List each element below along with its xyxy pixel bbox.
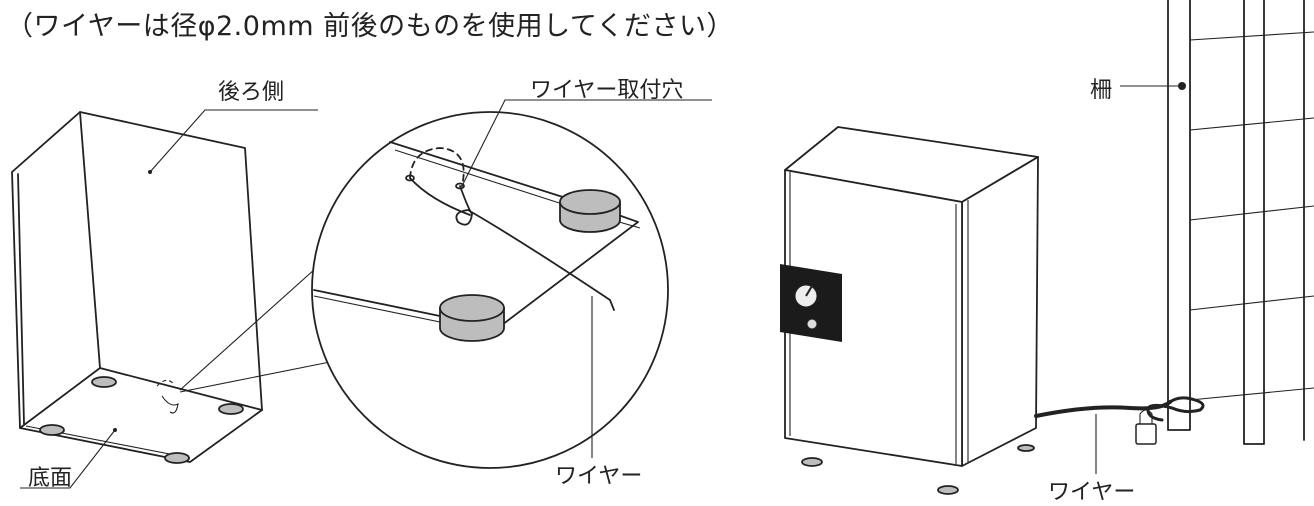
label-wire-left: ワイヤー — [555, 464, 643, 489]
fence — [1167, 0, 1314, 445]
leader-lines-left — [20, 109, 318, 489]
lock-icon — [806, 318, 818, 330]
label-bottom: 底面 — [28, 466, 73, 491]
label-wire-hole: ワイヤー取付穴 — [530, 78, 684, 103]
label-wire-right: ワイヤー — [1048, 480, 1136, 505]
magnifier-cone — [179, 259, 341, 393]
wire-right — [1034, 396, 1205, 474]
foot-magnified-1 — [559, 189, 621, 233]
instruction-caption: （ワイヤーは径φ2.0mm 前後のものを使用してください） — [6, 11, 735, 42]
leader-lines-magnified — [461, 99, 712, 458]
cabinet-front-view — [780, 126, 1039, 495]
label-fence: 柵 — [1090, 78, 1113, 103]
box-bottom-view — [11, 111, 263, 464]
label-back-side: 後ろ側 — [218, 80, 285, 105]
foot-magnified-2 — [439, 294, 505, 342]
padlock-icon — [1135, 423, 1157, 445]
leader-line-fence — [1120, 82, 1186, 90]
magnified-view — [311, 111, 669, 469]
